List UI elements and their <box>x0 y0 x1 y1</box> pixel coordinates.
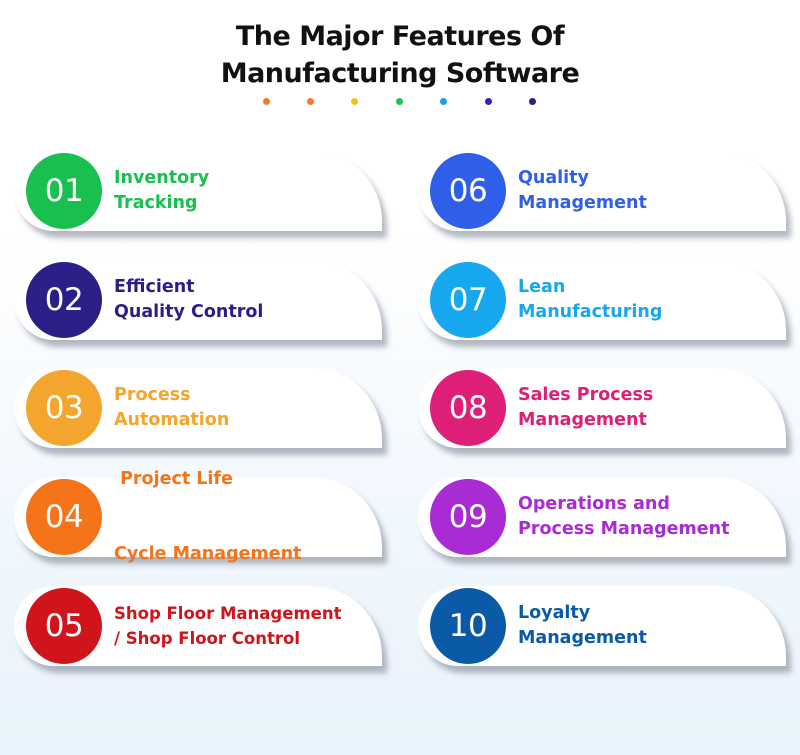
feature-label-line-2: Tracking <box>114 193 198 213</box>
feature-number-badge: 10 <box>430 588 506 664</box>
feature-number-badge: 03 <box>26 370 102 446</box>
dot-7 <box>529 98 536 105</box>
feature-label-line-2: Automation <box>114 410 230 430</box>
title-line-2: Manufacturing Software <box>220 58 580 89</box>
feature-number-badge: 02 <box>26 262 102 338</box>
feature-card-06: 06 Quality Management <box>418 151 786 231</box>
feature-label-line-1: Shop Floor Management <box>114 604 342 623</box>
feature-label: Process Automation <box>114 383 229 433</box>
feature-card-02: 02 Efficient Quality Control <box>14 260 382 340</box>
feature-label-line-2: Management <box>518 193 647 213</box>
feature-card-04: 04 Project Life Cycle Management <box>14 469 382 564</box>
feature-label-line-2: Cycle Management <box>114 544 302 564</box>
feature-label: Quality Management <box>518 166 647 216</box>
feature-label: Efficient Quality Control <box>114 275 263 325</box>
dot-3 <box>351 98 358 105</box>
feature-label-line-2: Process Management <box>518 519 730 539</box>
feature-label-line-2: Management <box>518 628 647 648</box>
feature-label-line-1: Loyalty <box>518 603 591 623</box>
feature-number-badge: 05 <box>26 588 102 664</box>
feature-card-09: 09 Operations and Process Management <box>418 477 786 557</box>
feature-card-05: 05 Shop Floor Management / Shop Floor Co… <box>14 586 382 666</box>
feature-label: Project Life Cycle Management <box>114 417 301 617</box>
feature-label-line-1: Inventory <box>114 168 210 188</box>
feature-card-08: 08 Sales Process Management <box>418 368 786 448</box>
feature-card-03: 03 Process Automation <box>14 368 382 448</box>
feature-number-badge: 01 <box>26 153 102 229</box>
feature-label-line-1: Efficient <box>114 277 195 297</box>
decorative-dots <box>0 98 800 108</box>
feature-label-line-1: Lean <box>518 277 566 297</box>
feature-label-line-2: Management <box>518 410 647 430</box>
dot-5 <box>440 98 447 105</box>
feature-number-badge: 06 <box>430 153 506 229</box>
feature-label-line-1: Sales Process <box>518 385 654 405</box>
feature-label: Operations and Process Management <box>518 492 729 542</box>
feature-label-line-2: Manufacturing <box>518 302 663 322</box>
feature-card-01: 01 Inventory Tracking <box>14 151 382 231</box>
feature-label: Sales Process Management <box>518 383 653 433</box>
feature-label: Shop Floor Management / Shop Floor Contr… <box>114 601 341 651</box>
page-title: The Major Features Of Manufacturing Soft… <box>0 18 800 92</box>
feature-label-line-2: Quality Control <box>114 302 264 322</box>
feature-number-badge: 08 <box>430 370 506 446</box>
feature-number-badge: 07 <box>430 262 506 338</box>
feature-label-line-2: / Shop Floor Control <box>114 629 300 648</box>
title-line-1: The Major Features Of <box>235 21 565 52</box>
feature-label-line-1: Operations and <box>518 494 670 514</box>
dot-6 <box>485 98 492 105</box>
dot-2 <box>307 98 314 105</box>
feature-number-badge: 04 <box>26 479 102 555</box>
feature-label-line-1: Process <box>114 385 191 405</box>
feature-number-badge: 09 <box>430 479 506 555</box>
feature-label: Loyalty Management <box>518 601 647 651</box>
feature-card-10: 10 Loyalty Management <box>418 586 786 666</box>
feature-label-line-1: Project Life <box>114 469 233 489</box>
feature-label-line-1: Quality <box>518 168 589 188</box>
feature-label: Inventory Tracking <box>114 166 209 216</box>
feature-card-07: 07 Lean Manufacturing <box>418 260 786 340</box>
dot-1 <box>263 98 270 105</box>
feature-label: Lean Manufacturing <box>518 275 662 325</box>
dot-4 <box>396 98 403 105</box>
